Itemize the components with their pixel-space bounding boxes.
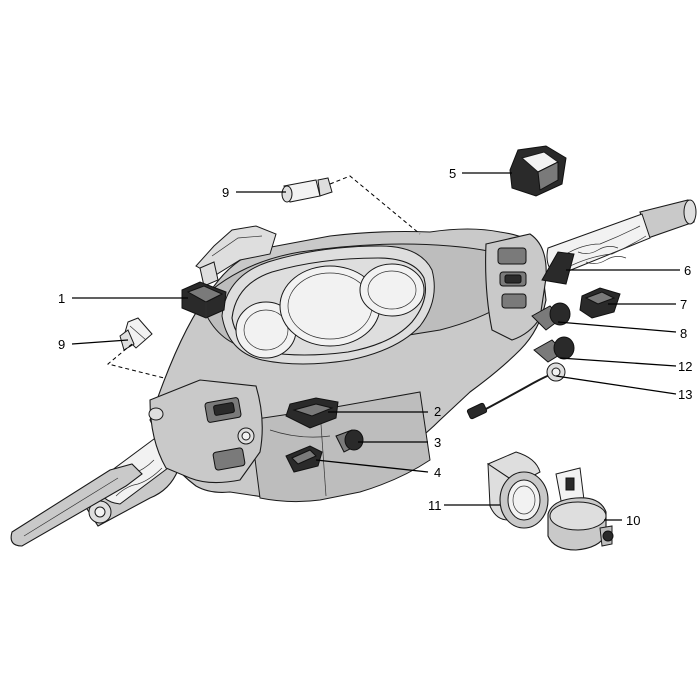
assembly-lines (106, 175, 421, 379)
instrument-cluster (221, 245, 435, 365)
callout-9-upper: 9 (222, 185, 229, 200)
callout-labels: 1 2 3 4 5 6 7 8 9 9 10 11 12 13 (58, 166, 692, 528)
part-1-switch (181, 281, 227, 319)
part-7-connector (579, 287, 621, 319)
handlebar-assembly (10, 199, 697, 547)
callout-7: 7 (680, 297, 687, 312)
leader-lines (71, 172, 680, 521)
callout-2: 2 (434, 404, 441, 419)
brake-lever (10, 463, 143, 547)
part-2-switch (285, 397, 339, 429)
callout-12: 12 (678, 359, 692, 374)
part-11-housing (486, 451, 549, 529)
callout-10: 10 (626, 513, 640, 528)
part-9-bulb-lower (119, 317, 153, 351)
part-12-button (533, 336, 575, 363)
part-6-button (541, 251, 575, 285)
callout-5: 5 (449, 166, 456, 181)
part-9-bulb-upper (281, 177, 333, 203)
callout-4: 4 (434, 465, 441, 480)
callout-9-lower: 9 (58, 337, 65, 352)
part-3-button (335, 429, 364, 453)
part-8-button (531, 302, 571, 331)
callout-6: 6 (684, 263, 691, 278)
part-5-switch (509, 145, 567, 197)
callout-8: 8 (680, 326, 687, 341)
callout-11: 11 (428, 498, 442, 513)
part-4-switch (285, 445, 323, 473)
callout-1: 1 (58, 291, 65, 306)
callout-13: 13 (678, 387, 692, 402)
part-10-ignition-lock (547, 467, 614, 551)
callout-3: 3 (434, 435, 441, 450)
